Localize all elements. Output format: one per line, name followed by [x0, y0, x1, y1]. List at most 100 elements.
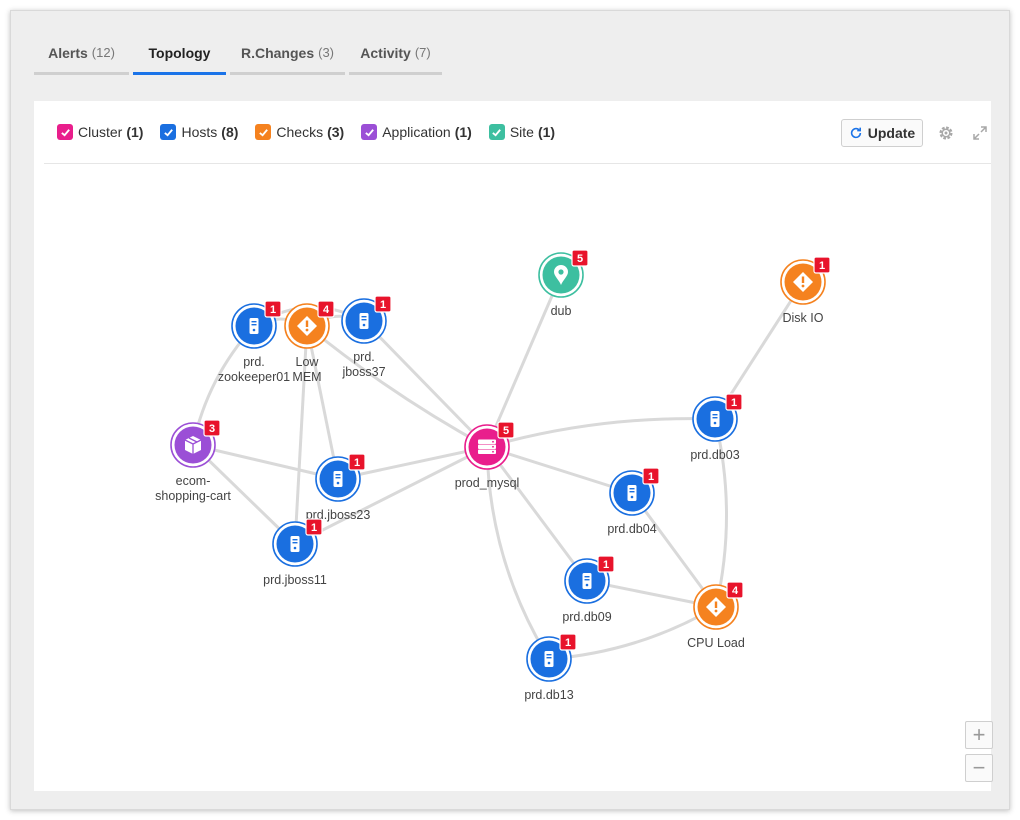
- alert-count-badge: [203, 419, 221, 437]
- node-jboss37[interactable]: 1 prd.jboss37: [341, 295, 392, 379]
- edge-lowmem-jboss11: [293, 325, 309, 545]
- filter-cluster[interactable]: Cluster (1): [57, 124, 143, 140]
- edge-lowmem-mysql: [306, 324, 488, 449]
- alert-count-badge: [597, 555, 615, 573]
- node-label: dub: [551, 304, 572, 318]
- server-icon: [627, 485, 637, 501]
- filter-checks[interactable]: Checks (3): [255, 124, 344, 140]
- node-label: shopping-cart: [155, 489, 231, 503]
- alert-count-badge: [497, 421, 515, 439]
- database-icon: [478, 439, 496, 454]
- location-pin-icon: [554, 265, 568, 285]
- filter-count: (8): [221, 124, 239, 140]
- badge-count: 5: [577, 253, 583, 265]
- node-label: MEM: [292, 370, 321, 384]
- node-label: zookeeper01: [218, 370, 290, 384]
- node-label: prd.db09: [562, 610, 611, 624]
- tab-topology[interactable]: Topology: [133, 33, 226, 75]
- badge-count: 1: [354, 457, 360, 469]
- node-jboss23[interactable]: 1 prd.jboss23: [306, 453, 371, 522]
- alert-diamond-icon: [297, 316, 317, 336]
- filter-site[interactable]: Site (1): [488, 124, 556, 140]
- tab-label: Topology: [148, 44, 211, 61]
- node-label: prd.: [243, 355, 265, 369]
- node-label: prd.: [353, 350, 375, 364]
- alert-count-badge: [305, 518, 323, 536]
- checkbox-checked-icon[interactable]: [57, 124, 73, 140]
- topology-graph[interactable]: 1prd.zookeeper014LowMEM1prd.jboss375dub1…: [34, 101, 991, 791]
- tab-alerts[interactable]: Alerts (12): [34, 33, 129, 75]
- filter-count: (1): [537, 124, 556, 140]
- filter-count: (1): [126, 124, 144, 140]
- checkbox-checked-icon[interactable]: [488, 124, 505, 140]
- alert-count-badge: [813, 256, 831, 274]
- node-dub[interactable]: 5 dub: [538, 249, 589, 318]
- badge-count: 3: [209, 423, 215, 435]
- tab-rchanges[interactable]: R.Changes (3): [230, 33, 345, 75]
- edge-mysql-db13: [485, 446, 551, 660]
- checkbox-checked-icon[interactable]: [361, 124, 378, 140]
- update-button[interactable]: Update: [841, 119, 923, 147]
- edge-mysql-db09: [485, 446, 589, 582]
- node-label: prd.db04: [607, 522, 656, 536]
- badge-count: 1: [565, 637, 571, 649]
- zoom-in-button[interactable]: +: [965, 721, 993, 749]
- window-frame: Alerts (12) Topology R.Changes (3) Activ…: [10, 10, 1010, 810]
- tab-label: R.Changes: [240, 44, 315, 61]
- filter-label: Site: [509, 124, 534, 140]
- badge-count: 1: [648, 471, 654, 483]
- filter-label: Hosts: [181, 124, 218, 140]
- gear-icon[interactable]: [937, 124, 955, 142]
- tab-activity[interactable]: Activity (7): [349, 33, 442, 75]
- node-label: prd.db03: [690, 448, 739, 462]
- node-label: prd.jboss23: [306, 508, 371, 522]
- expand-icon[interactable]: [972, 125, 988, 141]
- node-label: Low: [296, 355, 320, 369]
- filter-application[interactable]: Application (1): [361, 124, 472, 140]
- node-ecom[interactable]: 3 ecom-shopping-cart: [155, 419, 231, 503]
- alert-diamond-icon: [706, 597, 726, 617]
- package-icon: [184, 436, 202, 454]
- alert-count-badge: [726, 581, 744, 599]
- badge-count: 1: [380, 299, 386, 311]
- alert-count-badge: [571, 249, 589, 267]
- filter-label: Application: [382, 124, 451, 140]
- tab-label: Alerts: [48, 44, 88, 61]
- edge-dub-mysql: [485, 274, 563, 448]
- badge-count: 1: [311, 522, 317, 534]
- filter-count: (1): [454, 124, 472, 140]
- node-label: CPU Load: [687, 636, 745, 650]
- node-db13[interactable]: 1 prd.db13: [524, 633, 577, 702]
- edge-db03-cpu: [713, 418, 728, 608]
- node-label: prd.db13: [524, 688, 573, 702]
- filter-label: Checks: [276, 124, 324, 140]
- checkbox-checked-icon[interactable]: [160, 124, 177, 140]
- node-label: jboss37: [341, 365, 385, 379]
- badge-count: 4: [323, 304, 330, 316]
- alert-count-badge: [348, 453, 366, 471]
- filter-label: Cluster: [78, 124, 123, 140]
- server-icon: [582, 573, 592, 589]
- badge-count: 1: [819, 260, 825, 272]
- node-db04[interactable]: 1 prd.db04: [607, 467, 660, 536]
- node-label: ecom-: [176, 474, 211, 488]
- zoom-out-button[interactable]: −: [965, 754, 993, 782]
- node-label: Disk IO: [783, 311, 824, 325]
- server-icon: [544, 651, 554, 667]
- filter-hosts[interactable]: Hosts (8): [160, 124, 238, 140]
- tab-label: Activity: [360, 44, 411, 61]
- tab-count: (3): [318, 45, 334, 60]
- minus-icon: −: [972, 755, 986, 780]
- server-icon: [290, 536, 300, 552]
- plus-icon: +: [972, 722, 986, 747]
- alert-count-badge: [264, 300, 282, 318]
- checkbox-checked-icon[interactable]: [255, 124, 272, 140]
